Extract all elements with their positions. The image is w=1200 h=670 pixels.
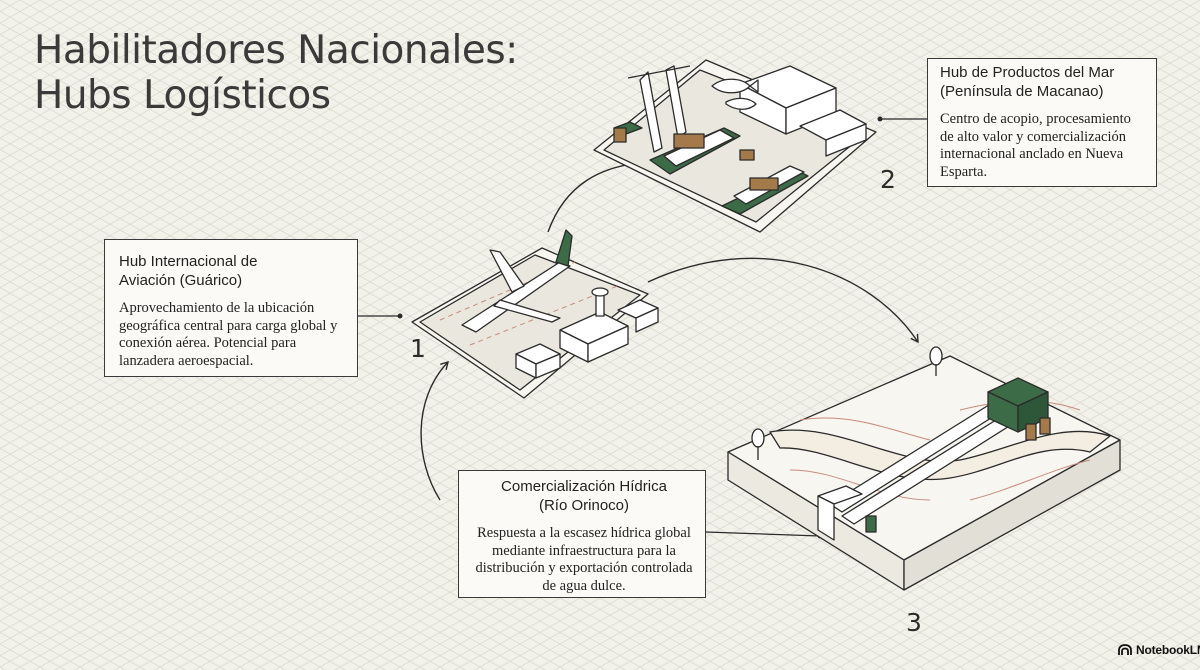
airport-illustration (411, 229, 659, 399)
sea-products-hub-description: Centro de acopio, procesamiento de alto … (940, 111, 1131, 180)
water-pipeline-illustration (727, 346, 1121, 591)
water-hub-description: Respuesta a la escasez hídrica global me… (475, 525, 693, 594)
aviation-hub-card: Hub Internacional de Aviación (Guárico) … (104, 239, 358, 377)
aviation-hub-description: Aprovechamiento de la ubicación geográfi… (119, 300, 338, 369)
sea-products-hub-card: Hub de Productos del Mar (Península de M… (927, 58, 1157, 187)
water-hub-title-line-2: (Río Orinoco) (538, 497, 630, 514)
sea-products-hub-title-line-2: (Península de Macanao) (940, 83, 1104, 100)
water-hub-card: Comercialización Hídrica (Río Orinoco) R… (458, 470, 706, 598)
brand-mark: NotebookLM (1118, 643, 1200, 657)
water-hub-title-line-1: Comercialización Hídrica (501, 478, 667, 495)
seaport-illustration (593, 59, 877, 233)
title-line-1: Habilitadores Nacionales: (34, 28, 518, 73)
connector-water (705, 531, 821, 537)
water-hub-title: Comercialización Hídrica (Río Orinoco) (473, 477, 695, 515)
arrow-water-to-aviation (420, 360, 449, 501)
aviation-hub-title: Hub Internacional de Aviación (Guárico) (119, 252, 345, 290)
brand-name: NotebookLM (1136, 643, 1200, 657)
hub-number-1: 1 (410, 334, 426, 363)
sea-products-hub-title-line-1: Hub de Productos del Mar (940, 64, 1115, 81)
notebooklm-logo-icon (1118, 644, 1132, 655)
hub-number-3: 3 (906, 608, 922, 637)
aviation-hub-title-line-1: Hub Internacional de (119, 253, 258, 270)
aviation-hub-title-line-2: Aviación (Guárico) (119, 272, 243, 289)
title-line-2: Hubs Logísticos (34, 73, 331, 118)
arrow-aviation-to-water (647, 257, 919, 344)
sea-products-hub-title: Hub de Productos del Mar (Península de M… (940, 63, 1146, 101)
hub-number-2: 2 (880, 165, 896, 194)
page-title: Habilitadores Nacionales: Hubs Logístico… (34, 28, 518, 118)
